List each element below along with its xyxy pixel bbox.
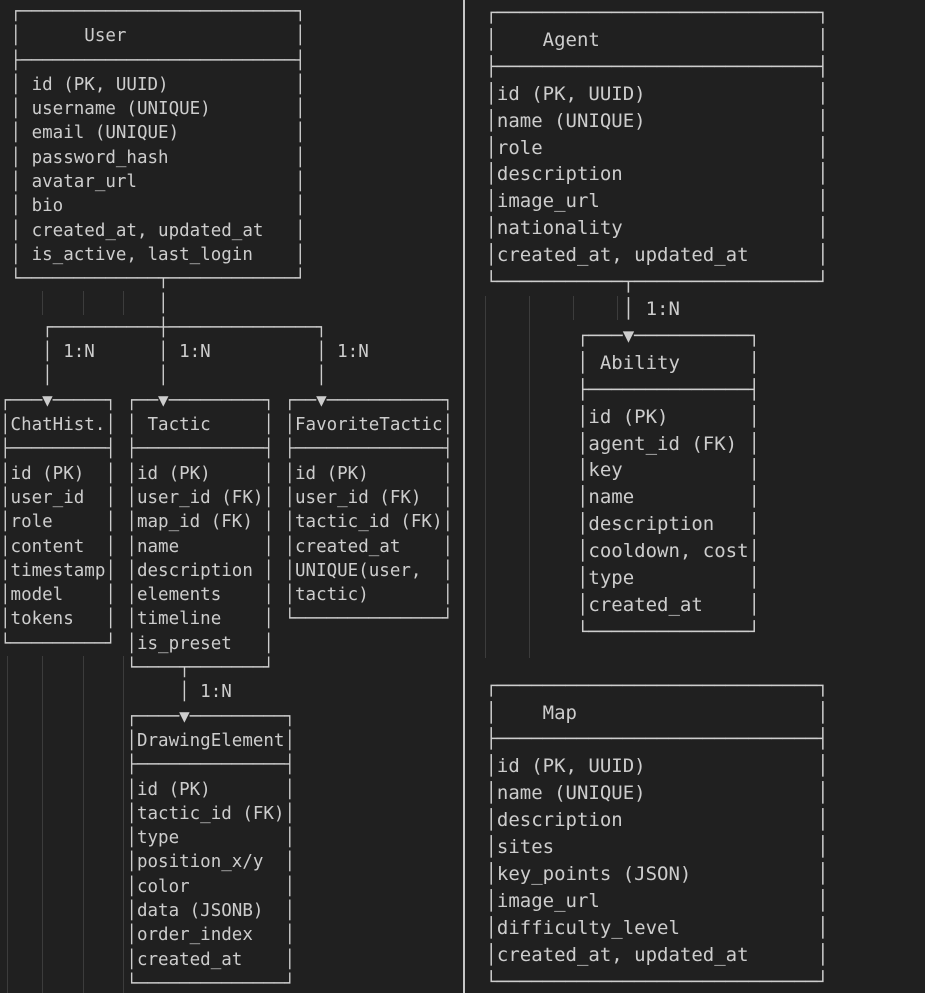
indent-guide: [42, 291, 43, 315]
indent-guide: [573, 296, 574, 320]
page-margin-right: [925, 0, 944, 1000]
indent-guide: [529, 296, 530, 658]
editor-pane-right-ascii-diagram[interactable]: ┌────────────────────────────┐ │ Agent │…: [485, 2, 829, 993]
page-margin-bottom: [0, 993, 944, 1000]
editor-pane-left-ascii-diagram[interactable]: ┌──────────────────────────┐ │ User │ ├─…: [0, 2, 454, 994]
pane-divider[interactable]: [463, 0, 465, 1000]
indent-guide: [42, 656, 43, 1000]
indent-guide: [122, 291, 124, 315]
indent-guide: [82, 291, 84, 315]
indent-guide: [122, 656, 124, 1000]
indent-guide: [485, 296, 486, 658]
indent-guide: [6, 656, 8, 1000]
indent-guide: [617, 296, 618, 320]
indent-guide: [82, 656, 84, 1000]
